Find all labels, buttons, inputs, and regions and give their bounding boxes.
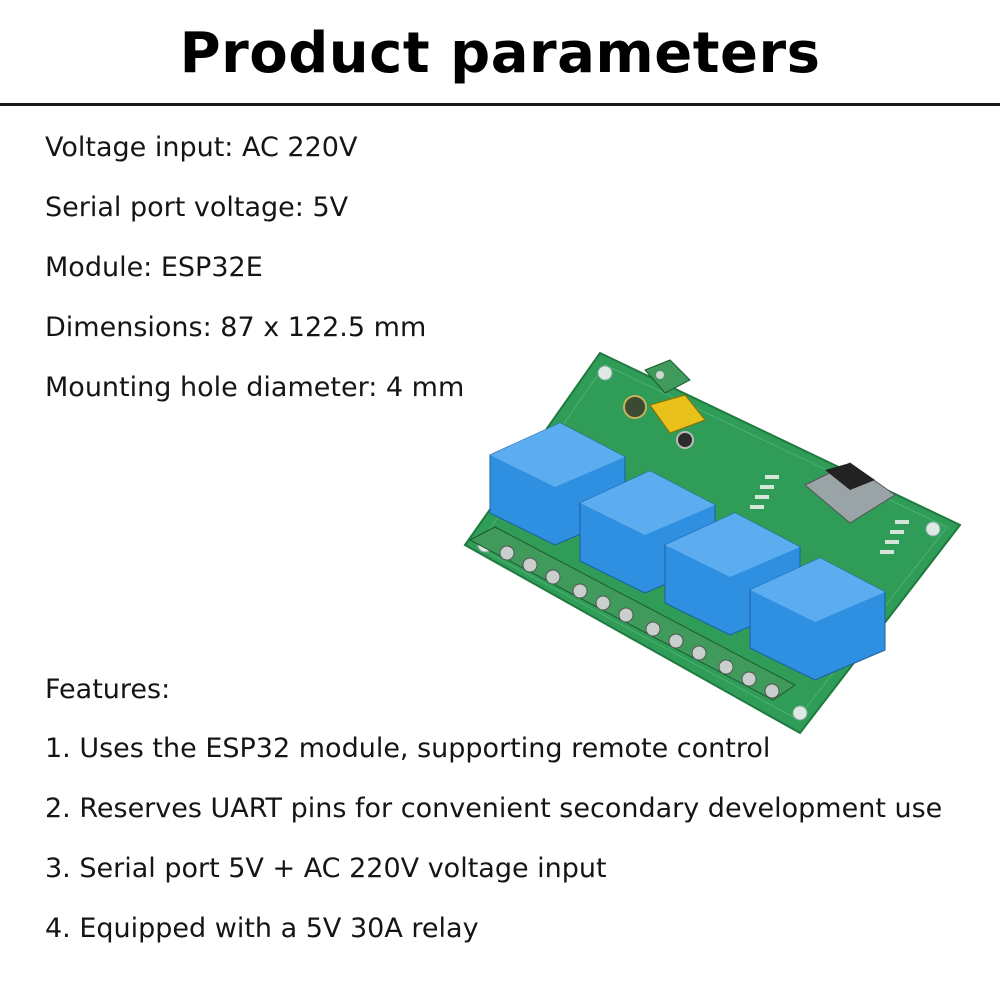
param-serial-port-voltage: Serial port voltage: 5V — [45, 192, 349, 223]
relay-4 — [749, 557, 886, 681]
param-dimensions: Dimensions: 87 x 122.5 mm — [45, 312, 427, 343]
feature-item: 2. Reserves UART pins for convenient sec… — [45, 793, 943, 824]
param-voltage-input: Voltage input: AC 220V — [45, 132, 358, 163]
mounting-hole — [792, 705, 808, 721]
param-module: Module: ESP32E — [45, 252, 263, 283]
feature-item: 1. Uses the ESP32 module, supporting rem… — [45, 733, 771, 764]
features-heading: Features: — [45, 674, 171, 705]
power-terminal — [644, 359, 691, 394]
relay-board-image — [455, 345, 965, 735]
feature-item: 3. Serial port 5V + AC 220V voltage inpu… — [45, 853, 607, 884]
capacitor — [623, 395, 647, 419]
capacitor — [676, 431, 694, 449]
mounting-hole — [597, 365, 613, 381]
transformer — [649, 394, 706, 434]
mounting-hole — [925, 521, 941, 537]
param-mounting-hole: Mounting hole diameter: 4 mm — [45, 372, 465, 403]
title-divider — [0, 103, 1000, 106]
page-title: Product parameters — [179, 21, 821, 86]
feature-item: 4. Equipped with a 5V 30A relay — [45, 913, 479, 944]
